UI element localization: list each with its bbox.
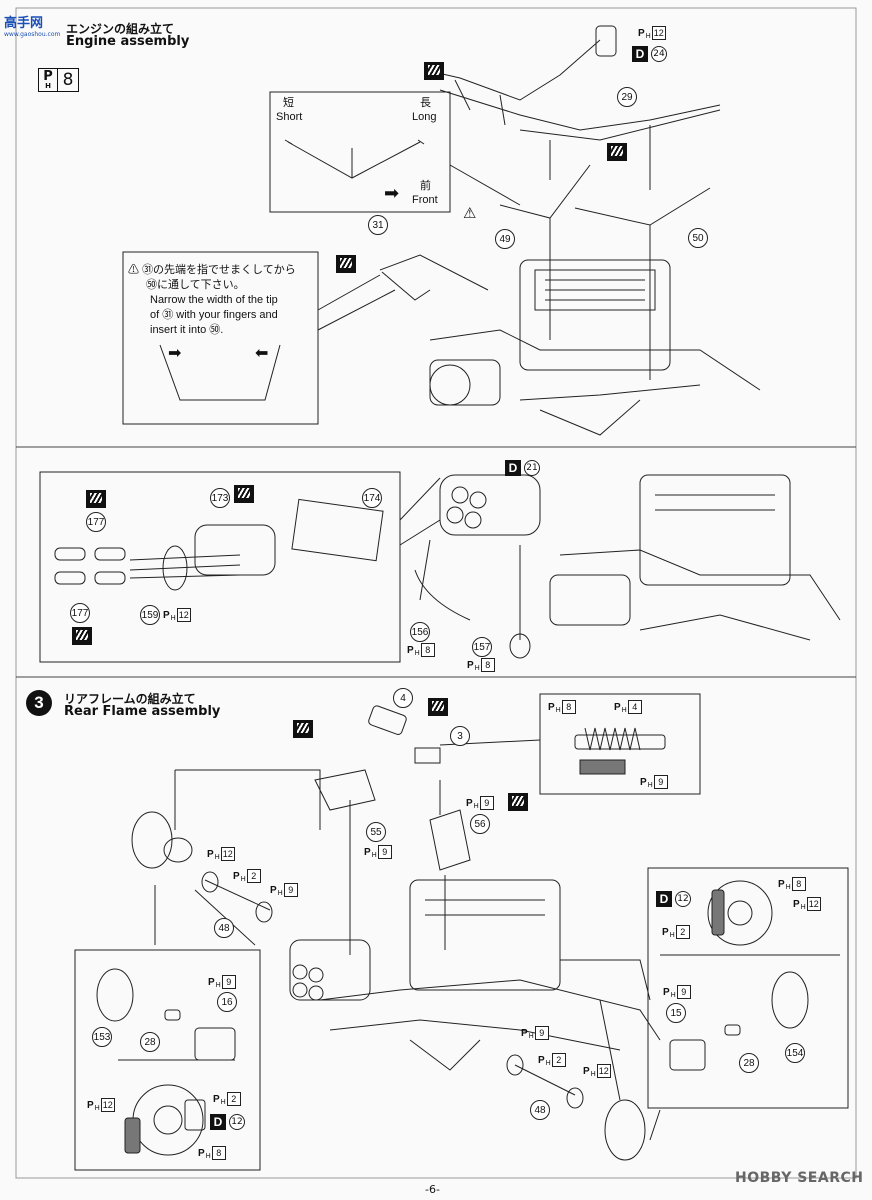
- part-28: 28: [140, 1032, 160, 1052]
- part-177: 177: [70, 603, 90, 623]
- part-28: 28: [739, 1053, 759, 1073]
- step2-title-en: Engine assembly: [66, 34, 190, 49]
- part-154: 154: [785, 1043, 805, 1063]
- part-3: 3: [450, 726, 470, 746]
- part-156: 156: [410, 622, 430, 642]
- step3-number: 3: [26, 690, 52, 716]
- watermark-logo-bottom: HOBBY SEARCH: [735, 1170, 864, 1186]
- engine-drawing-3: [289, 879, 661, 1071]
- part-153: 153: [92, 1027, 112, 1047]
- watermark-logo-top: 高手网 www.gaoshou.com: [4, 16, 61, 38]
- step3-title-en: Rear Flame assembly: [64, 704, 221, 719]
- glue-icon: [607, 143, 627, 161]
- glue-icon: [336, 255, 356, 273]
- glue-icon: [428, 698, 448, 716]
- engine-drawing-2: [549, 474, 841, 641]
- part-48: 48: [214, 918, 234, 938]
- front-jp-label: 前: [420, 180, 431, 192]
- part-177: 177: [86, 512, 106, 532]
- front-arrow-icon: ➡: [384, 183, 400, 203]
- part-29: 29: [617, 87, 637, 107]
- glue-icon: [293, 720, 313, 738]
- step2-title-jp: エンジンの組み立て: [66, 22, 175, 36]
- short-en-label: Short: [276, 111, 303, 123]
- part-4: 4: [393, 688, 413, 708]
- short-long-inset: [269, 91, 451, 213]
- part-50: 50: [688, 228, 708, 248]
- part-15: 15: [666, 1003, 686, 1023]
- part-16: 16: [217, 992, 237, 1012]
- glue-icon: [86, 490, 106, 508]
- glue-icon: [234, 485, 254, 503]
- note-text: ⚠ ㉛の先端を指でせまくしてから ㊿に通して下さい。 Narrow the wi…: [128, 264, 296, 336]
- right-brake-inset: [647, 867, 849, 1109]
- warning-icon: ⚠: [128, 264, 143, 276]
- engine-drawing-1: [429, 259, 761, 436]
- exhaust-inset: [39, 471, 401, 663]
- part-174: 174: [362, 488, 382, 508]
- left-brake-inset: [74, 949, 261, 1171]
- long-en-label: Long: [412, 111, 437, 123]
- short-jp-label: 短: [283, 97, 294, 109]
- part-49: 49: [495, 229, 515, 249]
- glue-icon: [508, 793, 528, 811]
- part-55: 55: [366, 822, 386, 842]
- part-48: 48: [530, 1100, 550, 1120]
- front-en-label: Front: [412, 194, 438, 206]
- part-173: 173: [210, 488, 230, 508]
- step3-title-jp: リアフレームの組み立て: [64, 692, 196, 706]
- part-159: 159: [140, 605, 160, 625]
- glue-icon: [424, 62, 444, 80]
- long-jp-label: 長: [420, 97, 431, 109]
- arrow-left-icon: ⬅: [255, 345, 269, 362]
- glue-icon: [72, 627, 92, 645]
- part-157: 157: [472, 637, 492, 657]
- part-31: 31: [368, 215, 388, 235]
- shock-inset: [539, 693, 701, 795]
- note-box: [122, 251, 319, 425]
- page-number: -6-: [425, 1183, 440, 1196]
- warning-icon: ⚠: [463, 205, 477, 222]
- arrow-right-icon: ➡: [168, 345, 182, 362]
- part-56: 56: [470, 814, 490, 834]
